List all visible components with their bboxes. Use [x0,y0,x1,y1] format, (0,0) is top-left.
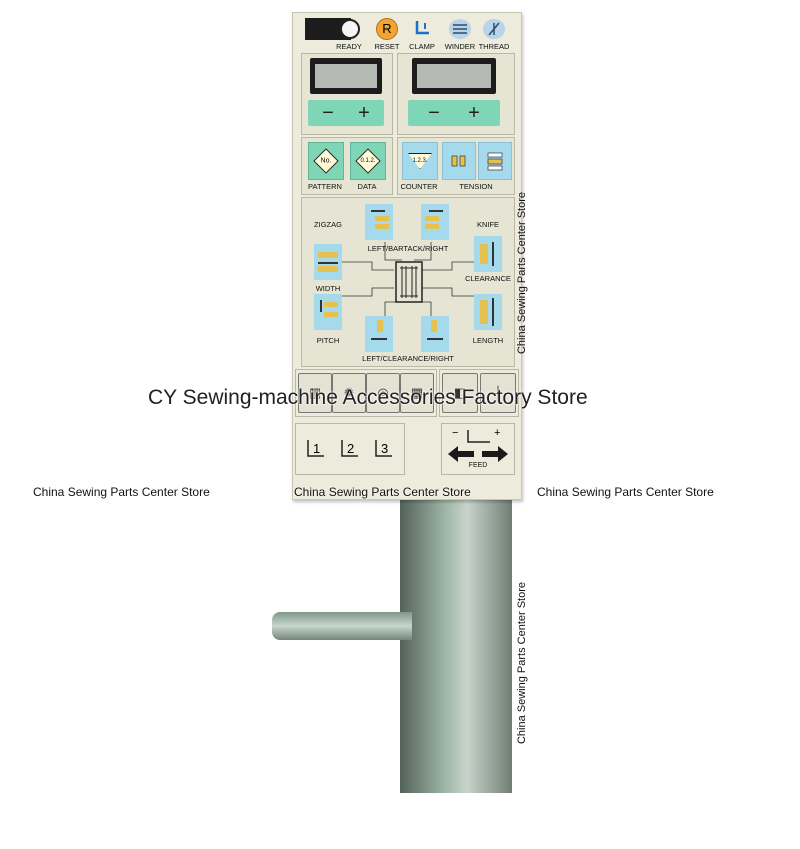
thread-button[interactable] [483,19,505,39]
watermark-bottom-left: China Sewing Parts Center Store [33,485,210,499]
program-button-4[interactable]: ▦ [400,373,434,413]
right-display-section: − + [397,53,515,135]
thread-label: THREAD [478,42,510,51]
half-bar-icon: ◧ [453,385,467,400]
pattern-icon-text: No. [320,157,332,165]
program-button-3[interactable]: ◎ [366,373,400,413]
program-section-right: ◧ ┼ [439,369,519,417]
left-minus-button[interactable]: − [322,102,334,124]
presser-foot-icon [375,440,392,457]
circle-icon: ◎ [377,385,389,400]
winder-label: WINDER [444,42,476,51]
knife-label: KNIFE [476,220,500,229]
memory-button-1[interactable]: 1 [304,438,326,460]
length-button[interactable] [474,294,502,330]
memory-button-2[interactable]: 2 [338,438,360,460]
watermark-bottom-right: China Sewing Parts Center Store [537,485,714,499]
reset-button[interactable]: R [376,18,398,40]
mode-section-left: No. 0.1.2. PATTERN DATA [301,137,393,195]
data-label: DATA [357,182,377,191]
zigzag-label: ZIGZAG [314,220,342,229]
right-minus-button[interactable]: − [428,102,440,124]
presser-foot-icon [341,440,358,457]
clearance-button[interactable] [474,236,502,272]
memory-3-number: 3 [381,441,389,456]
program-button-5[interactable]: ◧ [442,373,478,413]
memory-1-number: 1 [313,441,321,456]
feed-section: − + FEED [441,423,515,475]
data-button[interactable]: 0.1.2. [350,142,386,180]
thread-icon [488,22,500,36]
feed-minus-label: − [452,427,459,439]
memory-section: 1 2 3 [295,423,405,475]
counter-button[interactable]: 1.2.3. [402,142,438,180]
tension-adjust-icon [487,152,503,171]
sun-icon: ✹ [343,385,355,400]
watermark-center: CY Sewing-machine Accessories Factory St… [148,386,588,409]
stitch-bars-icon: ▥ [308,385,322,400]
clamp-label: CLAMP [409,42,435,51]
left-lcd [310,58,382,94]
watermark-bottom-middle: China Sewing Parts Center Store [294,485,471,499]
tension-button-left[interactable] [442,142,476,180]
clamp-button[interactable] [411,19,433,39]
counter-icon-text: 1.2.3. [412,158,428,164]
stitch-settings-section: ZIGZAG KNIFE LEFT/BARTACK/RIGHT WIDTH CL… [301,197,515,367]
ready-indicator [305,18,351,40]
stitch-diagram-icon [395,261,423,303]
length-label: LENGTH [472,336,504,345]
membrane-keypad-panel: READY R RESET CLAMP WINDER THREAD − + − … [292,12,522,500]
winder-button[interactable] [449,19,471,39]
reset-label: RESET [374,42,400,51]
right-bartack-button[interactable] [421,204,449,240]
pitch-button[interactable] [314,294,342,330]
reset-icon: R [382,21,392,36]
data-icon-text: 0.1.2. [360,158,376,164]
ribbon-branch [272,612,412,640]
right-value-stepper: − + [408,100,500,126]
feed-label: FEED [468,462,488,469]
feed-arrows-icon[interactable] [444,426,512,470]
tension-icon [451,155,466,167]
winder-icon [453,24,467,34]
ready-button[interactable] [340,19,360,39]
left-display-section: − + [301,53,393,135]
pattern-button[interactable]: No. [308,142,344,180]
presser-foot-icon [307,440,324,457]
program-section-left: ▥ ✹ ◎ ▦ [295,369,437,417]
memory-2-number: 2 [347,441,355,456]
watermark-vertical-upper: China Sewing Parts Center Store [516,191,528,355]
connector-lines [337,242,487,316]
pattern-label: PATTERN [308,182,342,191]
stitch-block-icon: ▦ [410,385,424,400]
clamp-icon [415,21,429,35]
program-button-6[interactable]: ┼ [480,373,516,413]
feed-plus-label: + [494,427,501,439]
ribbon-main [400,495,512,793]
right-plus-button[interactable]: + [468,102,480,124]
pitch-label: PITCH [316,336,340,345]
width-label: WIDTH [315,284,341,293]
corner-icon: ┼ [493,385,503,401]
left-clearance-right-label: LEFT/CLEARANCE/RIGHT [362,354,454,363]
clearance-label: CLEARANCE [465,274,511,283]
width-button[interactable] [314,244,342,280]
left-bartack-right-label: LEFT/BARTACK/RIGHT [367,244,449,253]
ready-label: READY [336,42,362,51]
memory-button-3[interactable]: 3 [372,438,394,460]
right-lcd [412,58,496,94]
left-clearance-button[interactable] [365,316,393,352]
tension-button-right[interactable] [478,142,512,180]
right-clearance-button[interactable] [421,316,449,352]
counter-label: COUNTER [400,182,438,191]
tension-label: TENSION [459,182,493,191]
left-plus-button[interactable]: + [358,102,370,124]
program-button-2[interactable]: ✹ [332,373,366,413]
left-value-stepper: − + [308,100,384,126]
left-bartack-button[interactable] [365,204,393,240]
mode-section-right: 1.2.3. COUNTER TENSION [397,137,515,195]
watermark-vertical-lower: China Sewing Parts Center Store [516,581,528,745]
program-button-1[interactable]: ▥ [298,373,332,413]
